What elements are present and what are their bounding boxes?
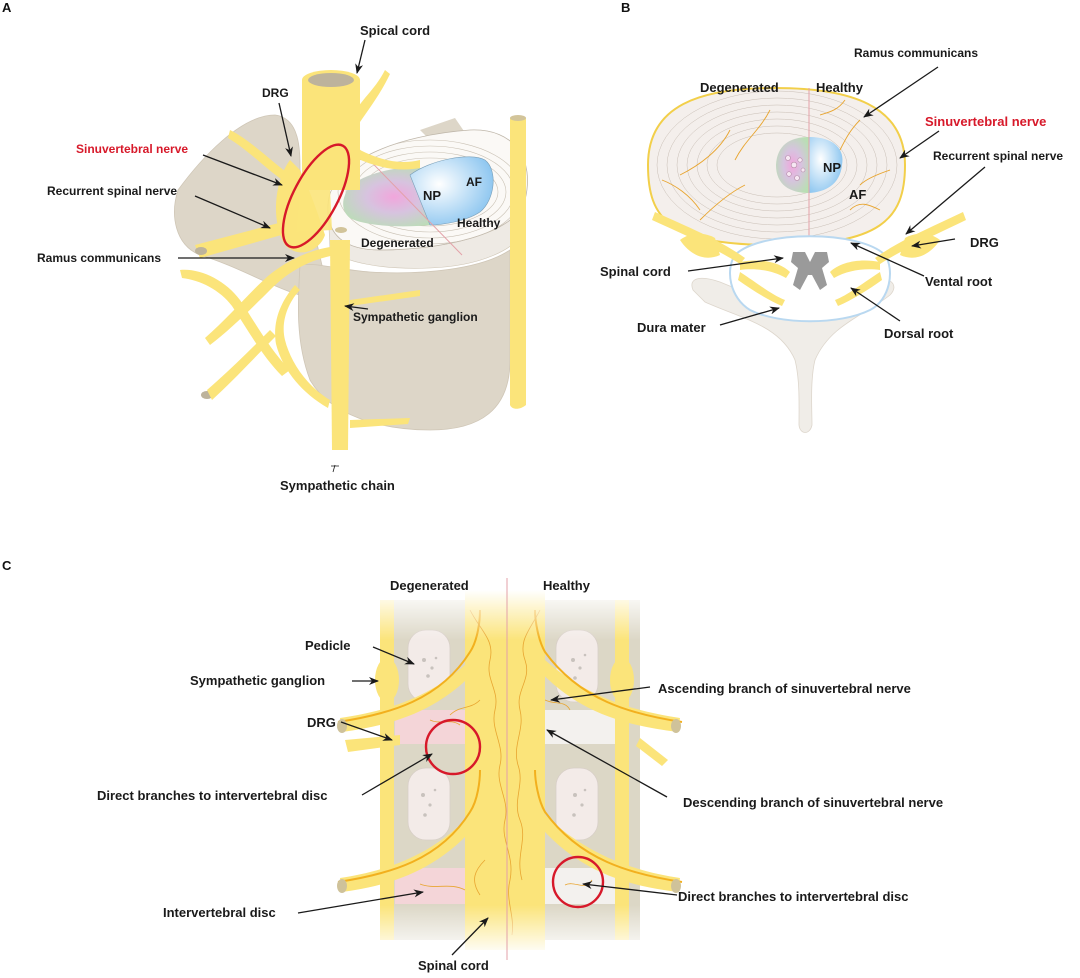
- label-sinuvertebral-nerve-b: Sinuvertebral nerve: [925, 114, 1046, 129]
- arrow-direct-branches-left-c: [361, 753, 433, 796]
- arrow-spinal-cord-b: [687, 255, 784, 272]
- label-degenerated-b: Degenerated: [700, 80, 779, 95]
- nerve-stump-c2: [337, 879, 347, 893]
- label-direct-branches-right-c: Direct branches to intervertebral disc: [678, 889, 908, 904]
- dura-mater-b: [729, 235, 891, 323]
- label-drg-c: DRG: [307, 715, 336, 730]
- gray-matter-b: [791, 252, 829, 290]
- label-af-a: AF: [466, 175, 482, 189]
- highlight-ring-c-right: [551, 855, 605, 909]
- arrow-sympathetic-chain-a: [331, 464, 339, 473]
- label-drg-b: DRG: [970, 235, 999, 250]
- label-sinuvertebral-nerve-a: Sinuvertebral nerve: [76, 142, 188, 156]
- label-drg-a: DRG: [262, 86, 289, 100]
- spinal-cord-c: [465, 590, 545, 950]
- panel-b: B: [600, 0, 1063, 433]
- label-direct-branches-left-c: Direct branches to intervertebral disc: [97, 788, 327, 803]
- label-dorsal-root-b: Dorsal root: [884, 326, 954, 341]
- label-healthy-a: Healthy: [457, 216, 501, 230]
- label-np-a: NP: [423, 188, 441, 203]
- arrow-intervertebral-disc-c: [297, 889, 424, 914]
- arrow-descending-branch-c: [546, 729, 668, 798]
- arrow-dura-mater-b: [719, 306, 780, 326]
- spinal-cord-lumen-a: [308, 73, 354, 87]
- label-recurrent-spinal-nerve-b: Recurrent spinal nerve: [933, 149, 1063, 163]
- label-sympathetic-chain-a: Sympathetic chain: [280, 478, 395, 493]
- degenerated-cells-b: [785, 155, 806, 181]
- label-pedicle-c: Pedicle: [305, 638, 351, 653]
- label-sympathetic-ganglion-c: Sympathetic ganglion: [190, 673, 325, 688]
- label-intervertebral-disc-c: Intervertebral disc: [163, 905, 276, 920]
- highlight-ring-a: [281, 143, 351, 249]
- disc-space-upper-right: [535, 710, 615, 744]
- arrow-drg-a: [278, 102, 293, 157]
- label-spinal-cord-b: Spinal cord: [600, 264, 671, 279]
- panel-b-label: B: [621, 0, 630, 15]
- label-recurrent-spinal-nerve-a: Recurrent spinal nerve: [47, 184, 177, 198]
- fade-top-c: [330, 590, 690, 640]
- arrow-drg-c: [340, 721, 393, 741]
- label-sympathetic-ganglion-a: Sympathetic ganglion: [353, 310, 478, 324]
- label-spinal-cord-a: Spical cord: [360, 23, 430, 38]
- arrow-direct-branches-right-c: [582, 881, 678, 896]
- arrow-sinuvertebral-nerve-b: [899, 130, 940, 159]
- arrow-dorsal-root-b: [850, 287, 901, 322]
- arrow-sinuvertebral-nerve-a: [202, 154, 283, 186]
- label-ascending-branch-c: Ascending branch of sinuvertebral nerve: [658, 681, 911, 696]
- arrow-spinal-cord-a: [355, 39, 366, 74]
- highlight-ring-c-left: [424, 718, 482, 776]
- nerve-fibers-c: [419, 609, 593, 936]
- label-degenerated-c: Degenerated: [390, 578, 469, 593]
- label-healthy-c: Healthy: [543, 578, 591, 593]
- nerves-a: [180, 70, 526, 450]
- arrow-recurrent-spinal-nerve-a: [194, 195, 271, 229]
- panel-c: C: [2, 558, 943, 973]
- arrow-ascending-branch-c: [550, 686, 651, 703]
- label-spinal-cord-c: Spinal cord: [418, 958, 489, 973]
- nerve-stump-c1: [337, 719, 347, 733]
- label-degenerated-a: Degenerated: [361, 236, 434, 250]
- pedicles-c: [407, 629, 599, 841]
- sympathetic-ganglion-left-c: [375, 658, 399, 702]
- label-ramus-communicans-a: Ramus communicans: [37, 251, 161, 265]
- label-af-b: AF: [849, 187, 866, 202]
- label-ventral-root-b: Vental root: [925, 274, 993, 289]
- arrow-spinal-cord-c: [451, 917, 489, 956]
- label-healthy-b: Healthy: [816, 80, 864, 95]
- arrow-ramus-communicans-b: [863, 66, 939, 118]
- nucleus-pulposus-healthy-b: [809, 137, 843, 193]
- arrow-pedicle-c: [372, 646, 415, 665]
- arrow-sympathetic-ganglion-a: [344, 303, 369, 312]
- label-dura-mater-b: Dura mater: [637, 320, 706, 335]
- label-ramus-communicans-b: Ramus communicans: [854, 46, 978, 60]
- panel-a-label: A: [2, 0, 12, 15]
- arrow-ventral-root-b: [850, 242, 925, 277]
- label-np-b: NP: [823, 160, 841, 175]
- nerve-fibers-b: [661, 99, 891, 221]
- pedicle-texture: [421, 653, 587, 817]
- nucleus-pulposus-healthy-a: [409, 156, 494, 226]
- sympathetic-ganglion-right-c: [610, 658, 634, 702]
- nerve-stump-c3: [671, 719, 681, 733]
- arrow-recurrent-spinal-nerve-b: [905, 166, 986, 235]
- arrow-drg-b: [911, 238, 956, 249]
- fade-bottom-c: [330, 905, 690, 955]
- vertebral-body: [297, 249, 511, 431]
- nerve-stump-c4: [671, 879, 681, 893]
- panel-c-label: C: [2, 558, 12, 573]
- label-descending-branch-c: Descending branch of sinuvertebral nerve: [683, 795, 943, 810]
- panel-a: A: [2, 0, 528, 493]
